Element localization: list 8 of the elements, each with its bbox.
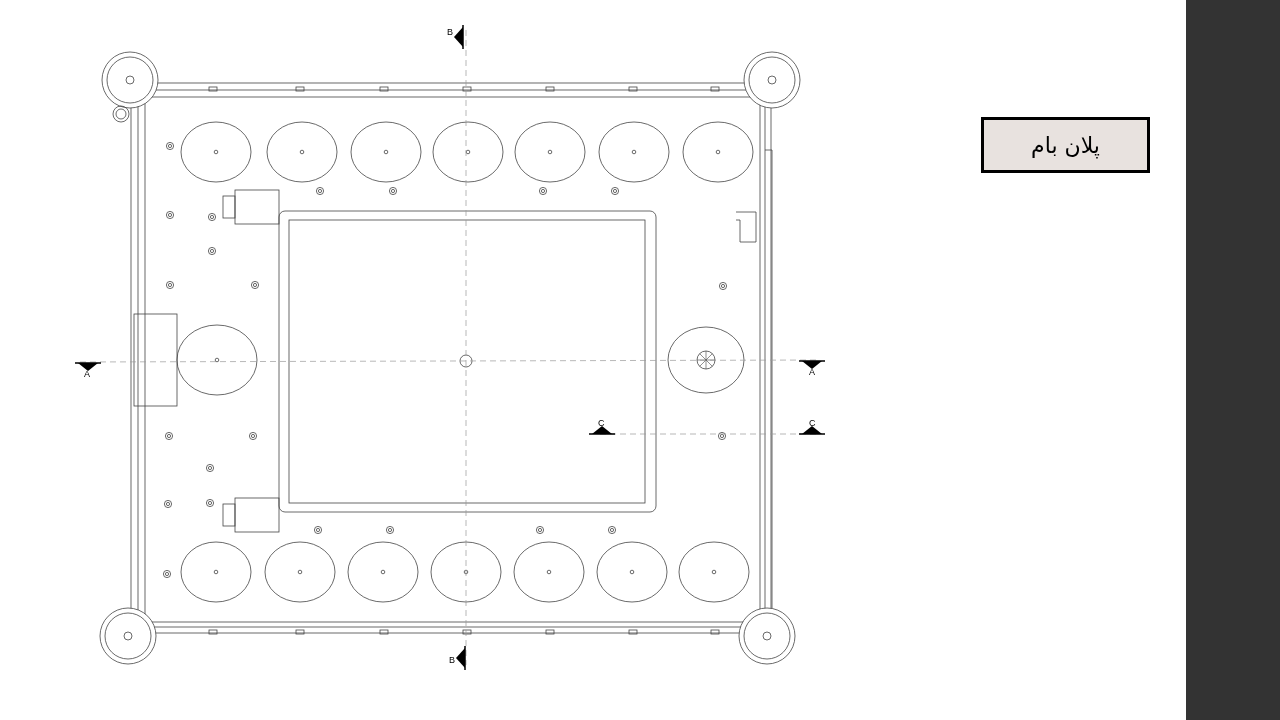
section-letter: A (809, 368, 815, 377)
section-letter: B (447, 28, 453, 37)
section-letter: C (598, 419, 605, 428)
title-text: پلان بام (1031, 132, 1100, 158)
section-letter: C (809, 419, 816, 428)
title-box (981, 117, 1150, 173)
section-letter: B (449, 656, 455, 665)
section-letter: A (84, 370, 90, 379)
